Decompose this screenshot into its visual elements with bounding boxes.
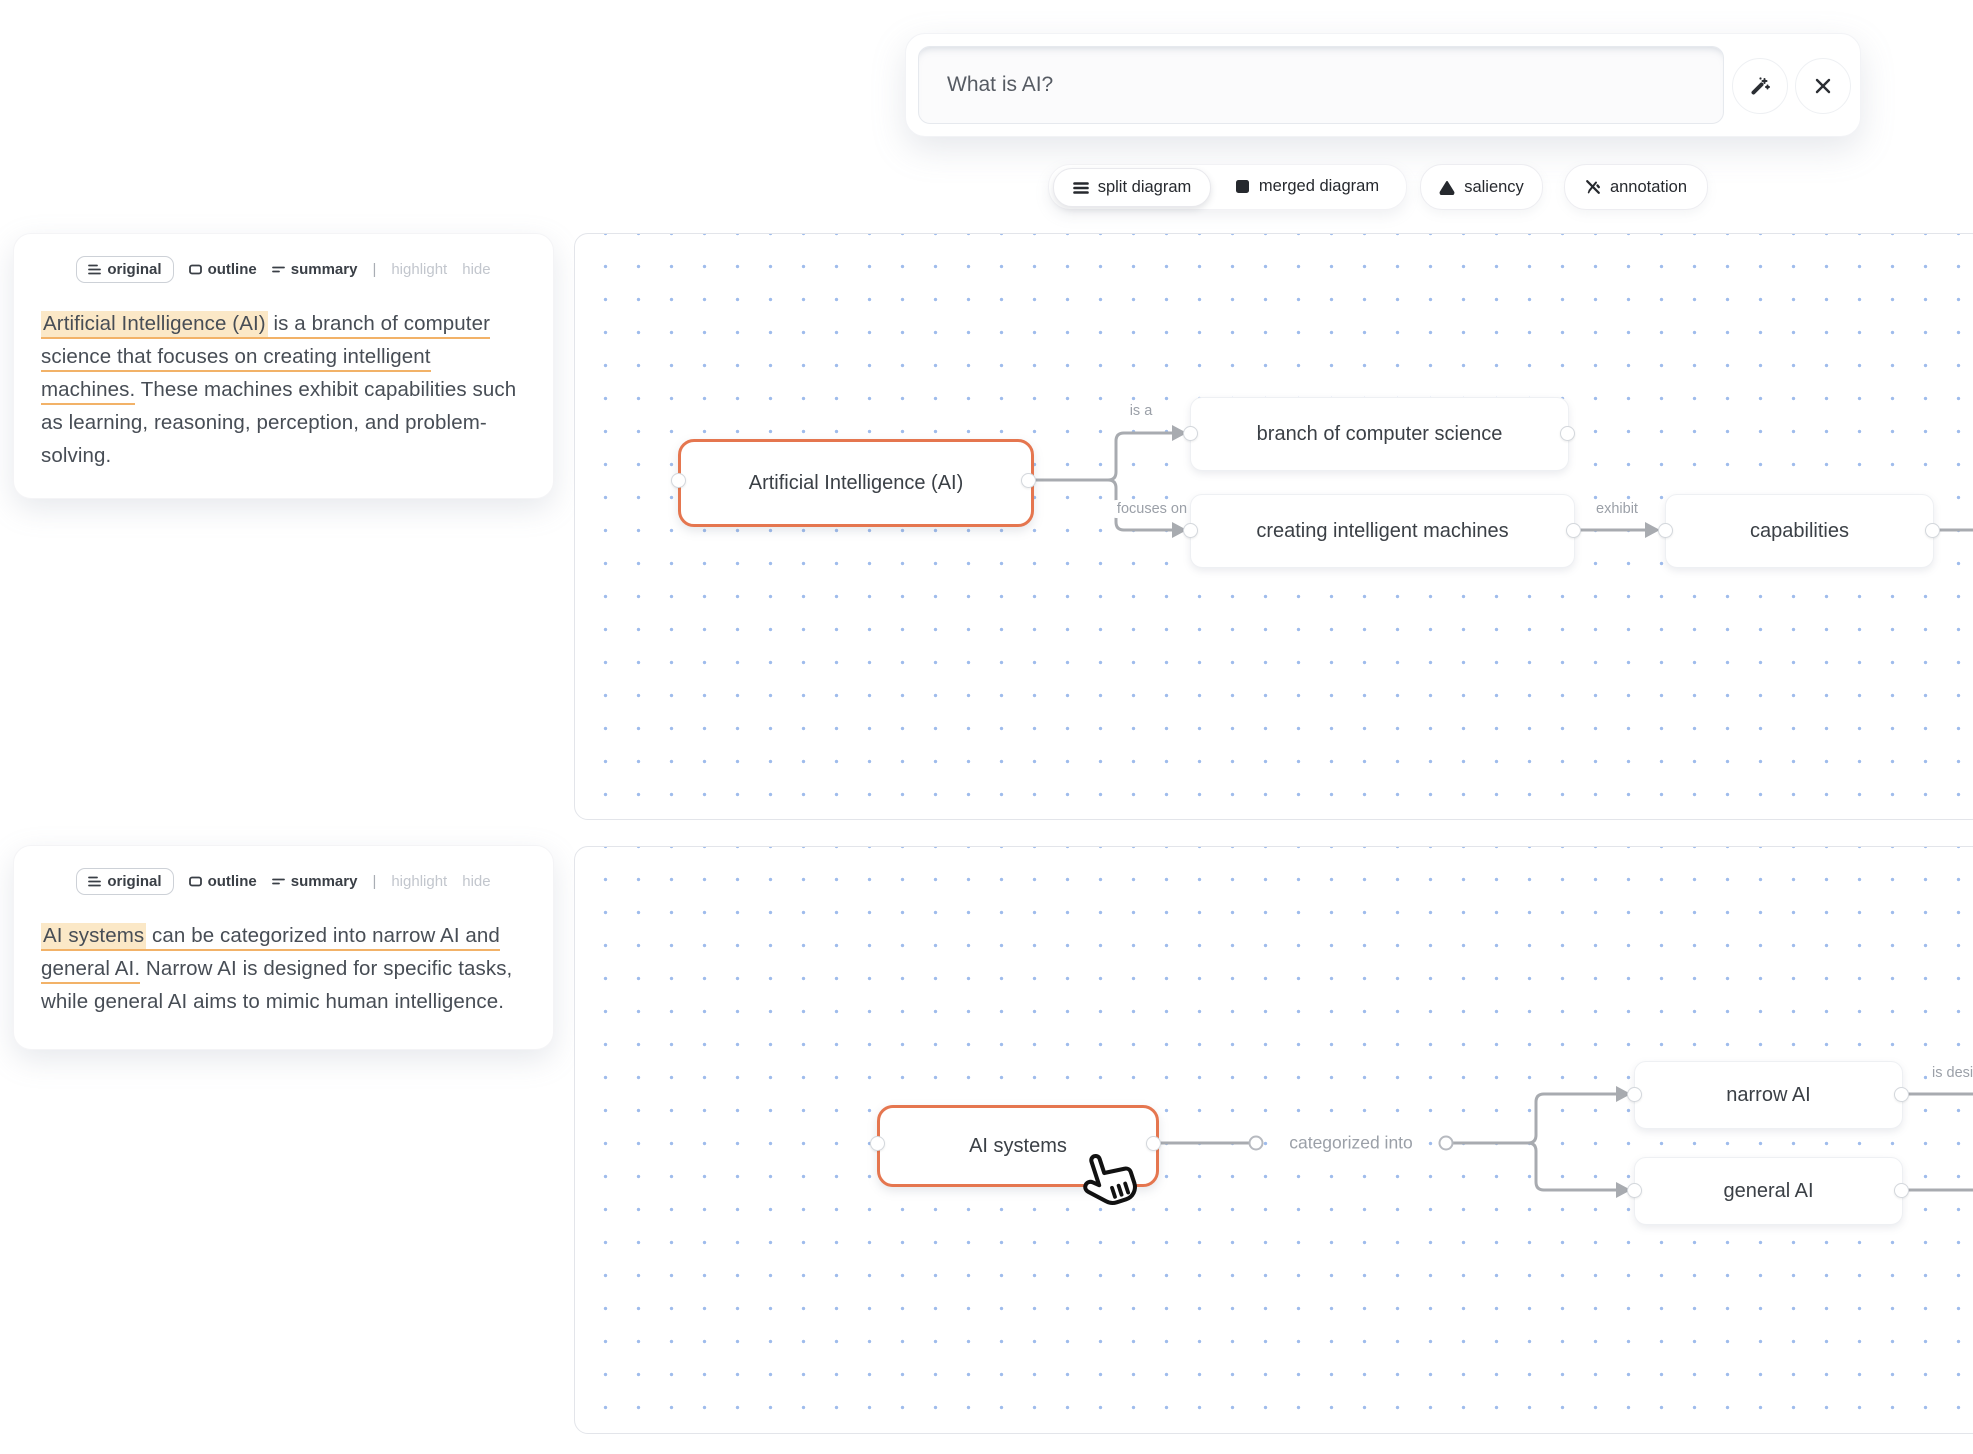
edge-label-is-designed: is designed [1927, 1064, 1973, 1082]
node-handle[interactable] [1021, 473, 1036, 488]
node-branch-of-computer-science[interactable]: branch of computer science [1190, 397, 1569, 471]
text-segment-underline: is a branch of computer science that foc… [41, 312, 491, 405]
tab-outline[interactable]: outline [188, 261, 257, 278]
tab-summary[interactable]: summary [271, 873, 358, 890]
panel-2-text: AI systems can be categorized into narro… [41, 919, 526, 1018]
list-lines-icon [1072, 181, 1089, 195]
panel-1-tabs: original outline summary | highlight hid… [14, 256, 553, 283]
split-diagram-label: split diagram [1097, 178, 1192, 196]
outline-square-icon [188, 264, 202, 275]
tab-summary-label: summary [290, 261, 358, 278]
blob-triangle-icon [1439, 180, 1455, 195]
node-handle[interactable] [1566, 523, 1581, 538]
node-handle[interactable] [1894, 1183, 1909, 1198]
node-handle[interactable] [1560, 426, 1575, 441]
node-handle[interactable] [671, 473, 686, 488]
tab-highlight-label: highlight [391, 873, 448, 890]
node-handle[interactable] [1146, 1136, 1161, 1151]
panel-2-tabs: original outline summary | highlight hid… [14, 868, 553, 895]
close-icon [1812, 75, 1834, 97]
tab-hide[interactable]: hide [462, 261, 490, 278]
node-handle[interactable] [1925, 523, 1940, 538]
annotation-label: annotation [1609, 177, 1688, 196]
node-general-ai[interactable]: general AI [1634, 1157, 1903, 1225]
split-diagram-chip[interactable]: split diagram [1053, 168, 1211, 207]
tab-summary[interactable]: summary [271, 261, 358, 278]
edge-label-focuses-on: focuses on [1111, 500, 1193, 518]
text-lines-icon [88, 876, 102, 887]
node-handle[interactable] [1658, 523, 1673, 538]
tab-outline-label: outline [207, 873, 257, 890]
summary-lines-icon [271, 265, 285, 274]
tab-hide-label: hide [462, 873, 491, 890]
magic-wand-button[interactable] [1732, 58, 1788, 114]
diagram-mode-toggle: split diagram merged diagram [1048, 164, 1407, 210]
tab-highlight-label: highlight [391, 261, 448, 278]
node-label: branch of computer science [1256, 422, 1503, 445]
node-label: Artificial Intelligence (AI) [748, 471, 964, 494]
diagram-canvas-2[interactable]: categorized into is designed AI systems … [574, 846, 1973, 1434]
node-handle[interactable] [1894, 1087, 1909, 1102]
text-segment-highlight: Artificial Intelligence (AI) [41, 311, 268, 339]
node-label: creating intelligent machines [1256, 519, 1509, 542]
text-segment-highlight: AI systems [41, 923, 147, 951]
node-handle[interactable] [1627, 1183, 1642, 1198]
edge-label-exhibit: exhibit [1591, 500, 1643, 518]
node-label: capabilities [1750, 519, 1849, 542]
node-narrow-ai[interactable]: narrow AI [1634, 1061, 1903, 1129]
filled-square-icon [1235, 179, 1250, 194]
tab-hide-label: hide [462, 261, 491, 278]
query-input[interactable] [918, 46, 1724, 124]
outline-square-icon [188, 876, 202, 887]
node-label: general AI [1723, 1179, 1814, 1202]
tab-outline-label: outline [207, 261, 257, 278]
node-handle[interactable] [1183, 523, 1198, 538]
node-label: narrow AI [1726, 1083, 1811, 1106]
text-segment-plain: These machines exhibit capabilities such… [41, 378, 517, 467]
annotation-chip[interactable]: annotation [1564, 164, 1708, 210]
tab-original[interactable]: original [76, 256, 174, 283]
node-handle[interactable] [1627, 1087, 1642, 1102]
tab-original-label: original [107, 261, 162, 278]
node-handle[interactable] [1183, 426, 1198, 441]
tab-separator: | [372, 873, 377, 890]
saliency-label: saliency [1464, 177, 1524, 196]
text-segment-underline: can be categorized into narrow AI and ge… [41, 924, 500, 984]
tab-highlight[interactable]: highlight [391, 261, 447, 278]
magic-wand-icon [1748, 74, 1772, 98]
text-segment-plain: Narrow AI is designed for specific tasks… [41, 957, 513, 1013]
saliency-chip[interactable]: saliency [1420, 164, 1543, 210]
panel-1-text: Artificial Intelligence (AI) is a branch… [41, 307, 526, 472]
edge-label-categorized-into: categorized into [1284, 1131, 1418, 1155]
edge-label-is-a: is a [1124, 402, 1158, 420]
tab-hide[interactable]: hide [462, 873, 490, 890]
query-bar [905, 33, 1861, 137]
tab-highlight[interactable]: highlight [391, 873, 447, 890]
merged-diagram-label: merged diagram [1258, 177, 1380, 195]
tab-original[interactable]: original [76, 868, 174, 895]
node-creating-intelligent-machines[interactable]: creating intelligent machines [1190, 494, 1575, 568]
pen-slash-icon [1585, 179, 1601, 195]
tab-outline[interactable]: outline [188, 873, 257, 890]
edges-layer [1026, 425, 1973, 538]
tab-separator: | [372, 261, 377, 278]
source-text-panel-2: original outline summary | highlight hid… [13, 845, 554, 1050]
tab-summary-label: summary [290, 873, 358, 890]
tab-original-label: original [107, 873, 162, 890]
node-capabilities[interactable]: capabilities [1665, 494, 1934, 568]
summary-lines-icon [271, 877, 285, 886]
source-text-panel-1: original outline summary | highlight hid… [13, 233, 554, 499]
node-label: AI systems [969, 1134, 1067, 1157]
close-query-button[interactable] [1795, 58, 1851, 114]
edges-layer [1151, 1086, 1973, 1198]
diagram-canvas-1[interactable]: is a focuses on exhibit Artificial Intel… [574, 233, 1973, 820]
text-lines-icon [88, 264, 102, 275]
node-handle[interactable] [870, 1136, 885, 1151]
node-ai-systems[interactable]: AI systems [877, 1105, 1159, 1187]
node-artificial-intelligence[interactable]: Artificial Intelligence (AI) [678, 439, 1034, 527]
merged-diagram-chip[interactable]: merged diagram [1213, 168, 1401, 205]
